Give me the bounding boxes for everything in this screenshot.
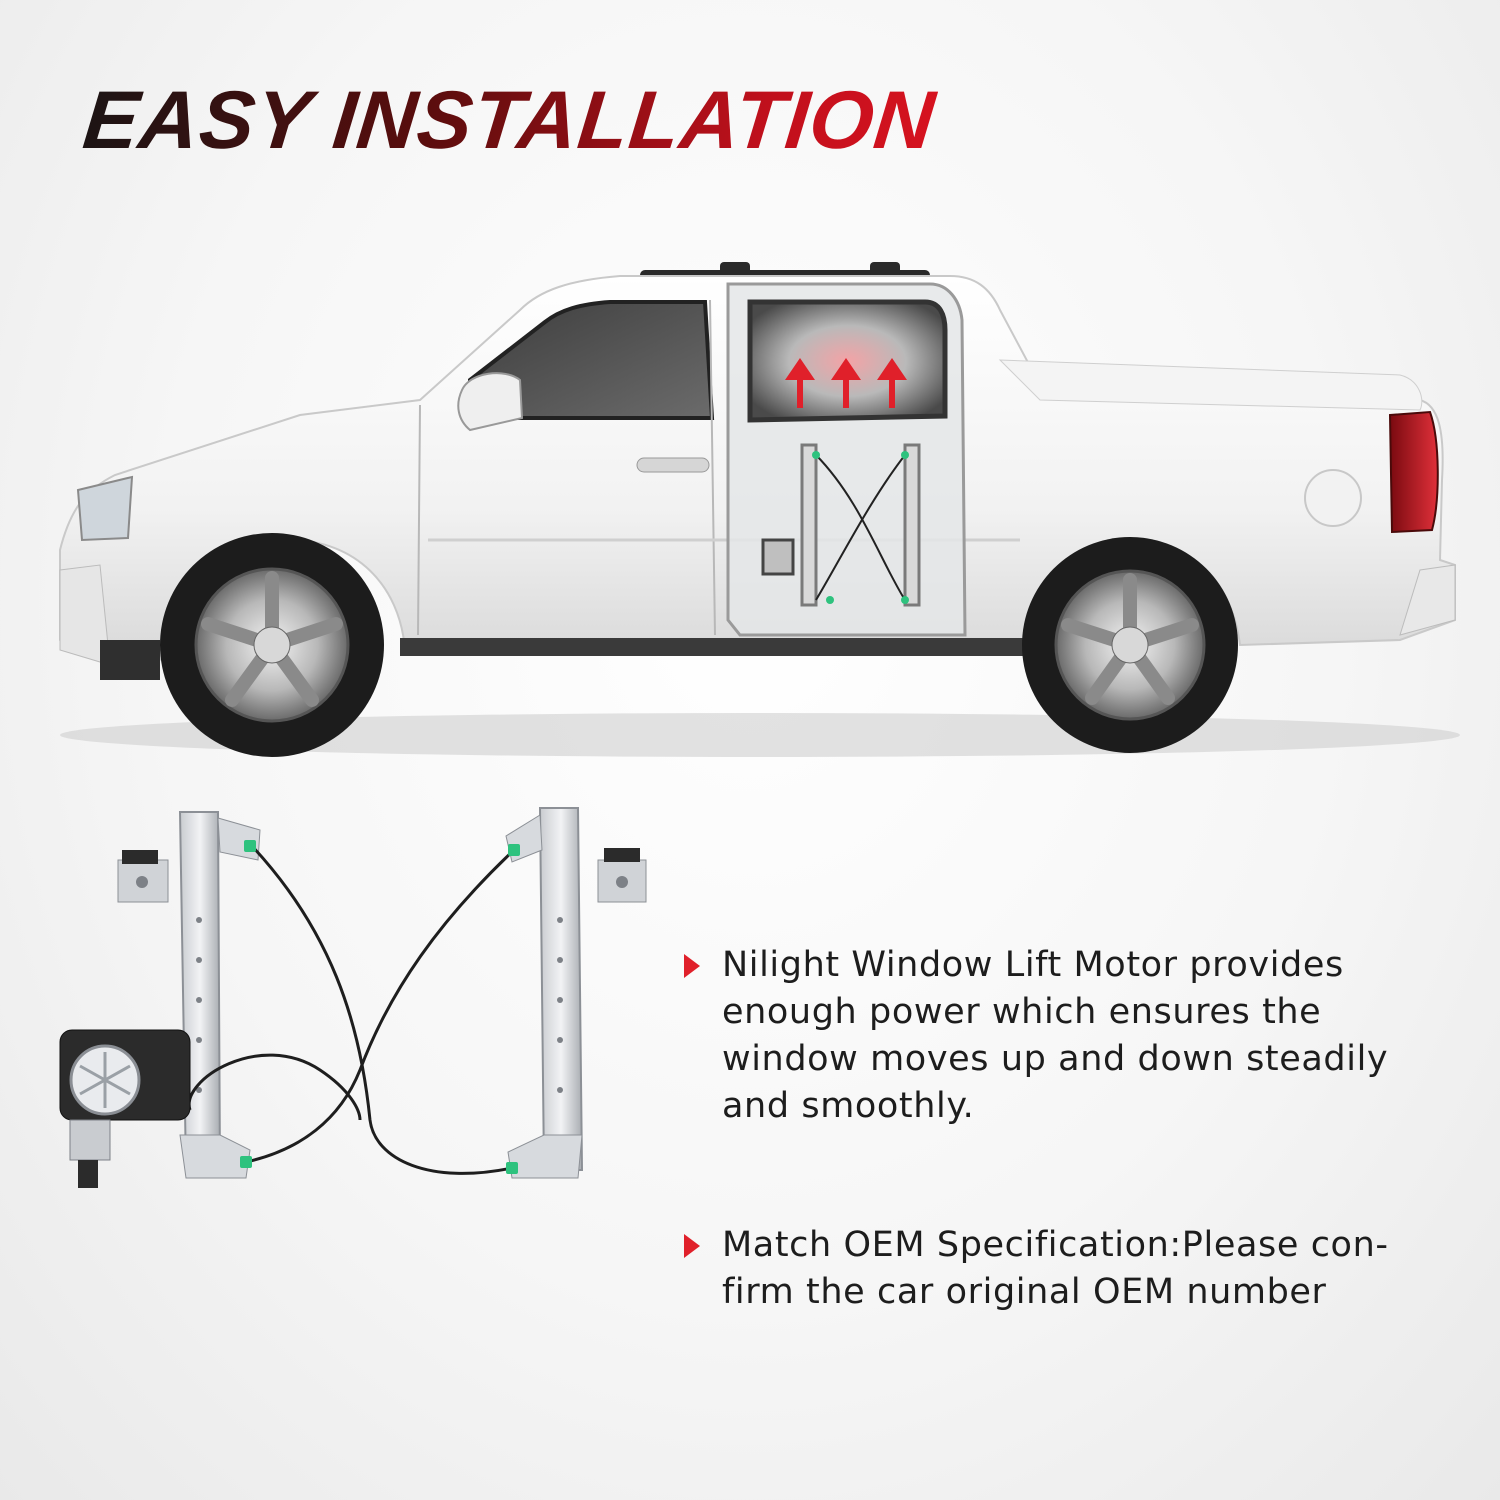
arrow-up-icon: [831, 358, 861, 408]
headline: EASY INSTALLATION: [79, 75, 940, 166]
side-mirror: [457, 372, 524, 432]
green-clips: [240, 840, 520, 1174]
right-bracket: [597, 848, 647, 903]
rear-wheel: [1022, 537, 1238, 753]
window-regulator-product: [59, 807, 647, 1188]
rear-bumper: [1399, 564, 1456, 636]
front-wheel: [160, 533, 384, 757]
feature-item: Nilight Window Lift Motor provides enoug…: [684, 942, 1444, 1130]
right-rail: [505, 807, 584, 1179]
bed-cover: [998, 359, 1423, 411]
arrow-up-icon: [877, 358, 907, 408]
left-rail: [178, 811, 261, 1179]
motor: [59, 1029, 191, 1188]
cables: [187, 844, 516, 1175]
front-door-seam: [417, 299, 716, 636]
fuel-door: [1304, 469, 1362, 527]
feature-text: Match OEM Specification:Please con-firm …: [722, 1225, 1389, 1312]
left-bracket: [117, 850, 169, 903]
front-window: [468, 300, 715, 420]
truck-illustration: [59, 262, 1460, 757]
play-triangle-icon: [684, 1234, 700, 1258]
door-regulator-mechanism: [761, 443, 921, 607]
feature-text: Nilight Window Lift Motor provides enoug…: [722, 945, 1389, 1126]
feature-item: Match OEM Specification:Please con-firm …: [684, 1222, 1444, 1316]
front-grille-lower: [100, 640, 160, 680]
arrow-up-icon: [785, 358, 815, 408]
tail-light: [1388, 410, 1439, 534]
front-door-handle: [636, 457, 710, 473]
running-board: [400, 638, 1030, 656]
play-triangle-icon: [684, 954, 700, 978]
headlight: [76, 475, 134, 542]
